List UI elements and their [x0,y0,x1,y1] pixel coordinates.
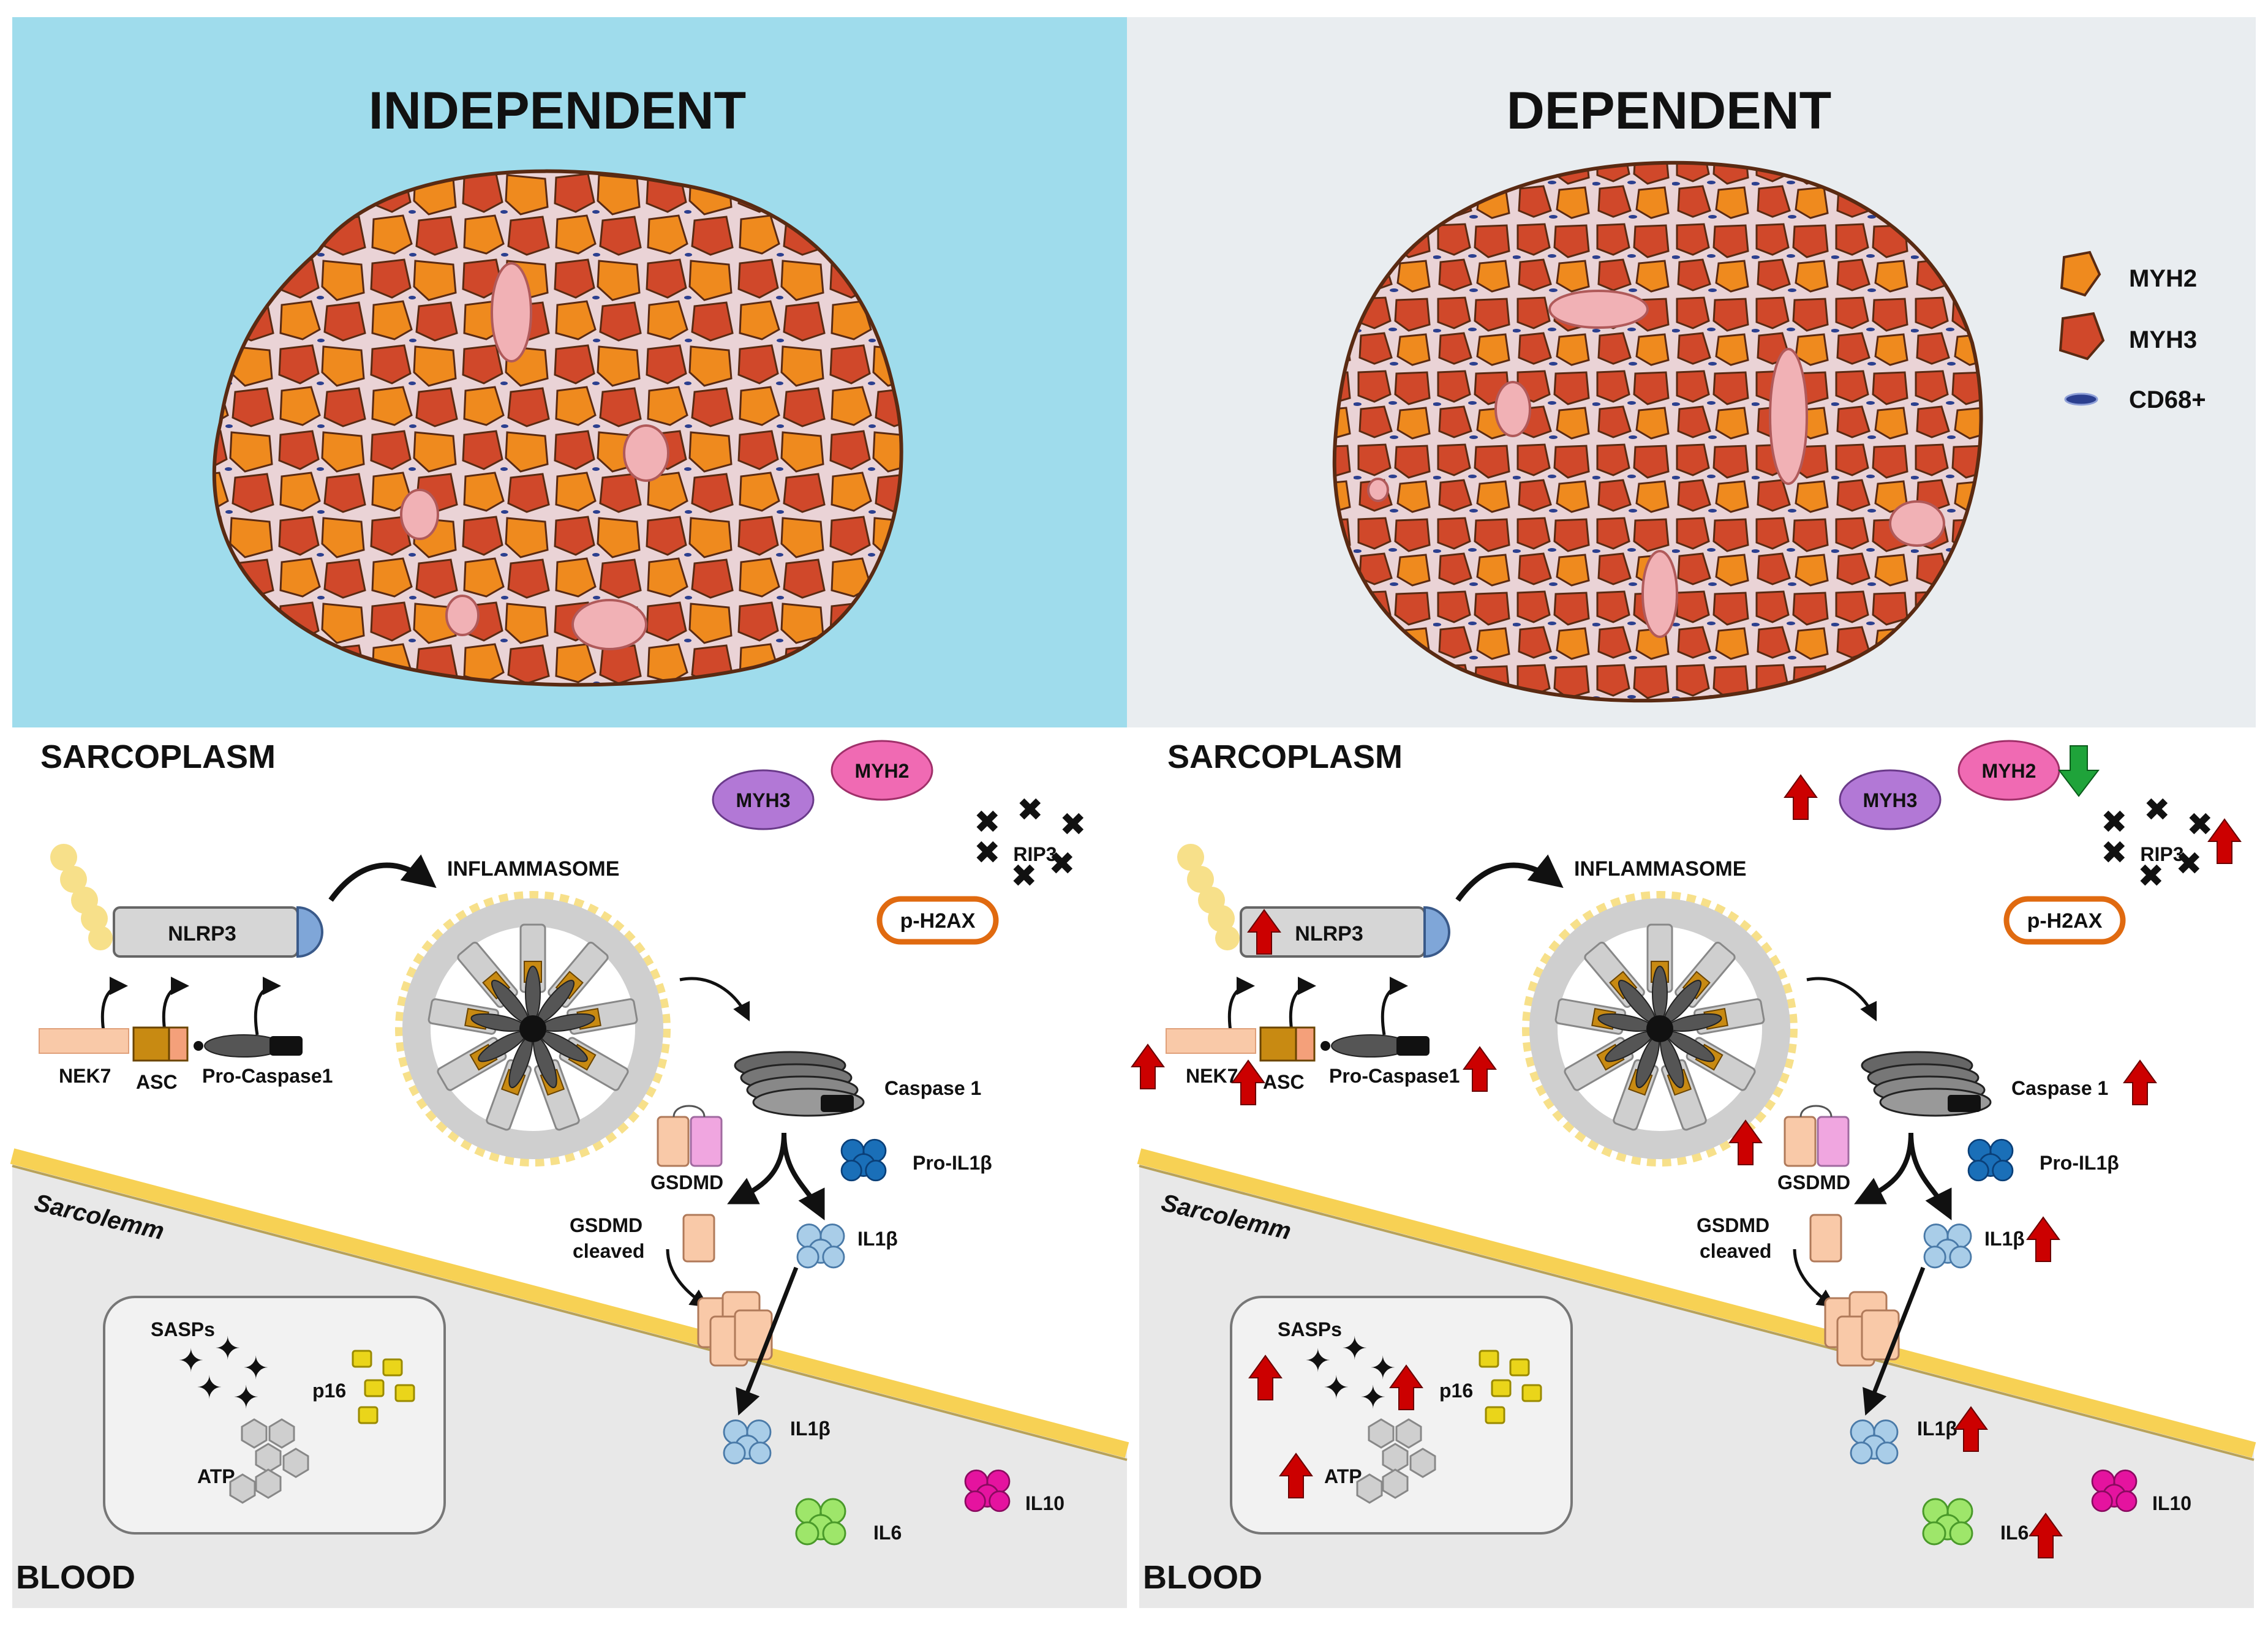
legend-cd68-swatch [2064,393,2098,406]
svg-text:✖: ✖ [1049,846,1076,882]
blood-vessel [623,424,669,482]
legend: MYH2 MYH3 CD68+ [2059,250,2206,413]
muscle-cross-section-independent [212,169,903,687]
rip3-label: RIP3 [1013,843,1057,865]
il1b-label: IL1β [857,1228,898,1250]
rip3-cluster: ✖✖✖ ✖✖✖ [974,792,1087,895]
ph2ax-label: p-H2AX [900,909,976,933]
inflammasome-label: INFLAMMASOME [447,857,619,881]
muscle-cross-section-dependent [1332,160,1983,703]
p16-squares [352,1350,415,1424]
myh3-cell [712,769,815,830]
nek7 [39,1028,129,1054]
pathway-independent: SARCOPLASM BLOOD Sarcolemm MYH3 MYH2 ✖✖✖… [10,727,1129,1608]
il6-label: IL6 [873,1522,902,1544]
blood-vessel [400,489,439,540]
blood-vessel [1889,500,1945,547]
nek7-label: NEK7 [59,1065,111,1087]
svg-text:✦: ✦ [243,1350,269,1387]
blood-vessel [445,595,480,636]
caspase1-stack [734,1051,865,1117]
gsdmd-cleaved-label-line2: cleaved [573,1240,644,1262]
myh2-label: MYH2 [855,760,910,782]
sasps-stars: ✦✦✦ ✦✦ [178,1331,269,1416]
svg-text:✖: ✖ [1017,792,1044,829]
nlrp3-complex [50,844,323,958]
inflammasome [395,891,671,1167]
caspase1-label: Caspase 1 [884,1077,981,1099]
asc-label: ASC [136,1071,178,1093]
blood-vessel [571,599,647,650]
il10-label: IL10 [1025,1492,1064,1514]
pro-caspase1-label: Pro-Caspase1 [202,1065,333,1087]
gsdmd-pore [697,1291,773,1367]
sarcolemma [10,1148,1129,1458]
p16-label: p16 [312,1380,346,1402]
down-arrow-myh2 [2057,745,2100,797]
svg-text:✖: ✖ [974,804,1001,841]
blood-vessel [491,262,532,363]
panel-independent-title: INDEPENDENT [369,81,746,140]
panel-dependent-title: DEPENDENT [1507,81,1831,140]
atp-label: ATP [197,1465,235,1487]
pro-caspase1 [194,1034,303,1058]
svg-text:✖: ✖ [974,835,1001,871]
panel-independent: INDEPENDENT [12,17,1127,727]
myh2-cell [831,740,933,801]
asc [132,1026,170,1062]
gsdmd [657,1105,723,1167]
atp-hexagons [229,1418,309,1504]
legend-myh2-swatch [2060,250,2101,297]
il1b-blood-label: IL1β [790,1418,831,1440]
sarcoplasm-label: SARCOPLASM [40,738,276,775]
pro-il1b-label: Pro-IL1β [913,1152,992,1174]
svg-text:✦: ✦ [196,1370,223,1407]
myh3-label: MYH3 [736,789,791,811]
nlrp3-label: NLRP3 [168,922,236,945]
blood-vessel [1641,550,1678,638]
ph2ax-box [876,896,999,945]
legend-myh3-label: MYH3 [2129,326,2197,353]
blood-vessel [1769,348,1808,485]
gsdmd-cleaved-label-line1: GSDMD [570,1214,642,1236]
legend-cd68-label: CD68+ [2129,386,2206,413]
blood-vessel [1367,478,1389,502]
blood-vessel [1494,381,1531,437]
svg-text:✖: ✖ [1011,858,1038,895]
panel-dependent: DEPENDENT [1127,17,2256,727]
svg-text:✖: ✖ [1060,806,1087,843]
gsdmd-label: GSDMD [650,1171,723,1193]
legend-myh3-swatch [2059,312,2105,361]
svg-text:✦: ✦ [178,1343,205,1380]
legend-myh2-label: MYH2 [2129,265,2197,292]
blood-vessel [1548,290,1649,329]
gsdmd-cleaved [682,1214,715,1263]
blood-label: BLOOD [16,1559,135,1596]
svg-text:✦: ✦ [214,1331,241,1367]
pathway-dependent [1132,727,2254,1608]
svg-text:✦: ✦ [233,1380,260,1416]
sasps-label: SASPs [151,1318,215,1340]
